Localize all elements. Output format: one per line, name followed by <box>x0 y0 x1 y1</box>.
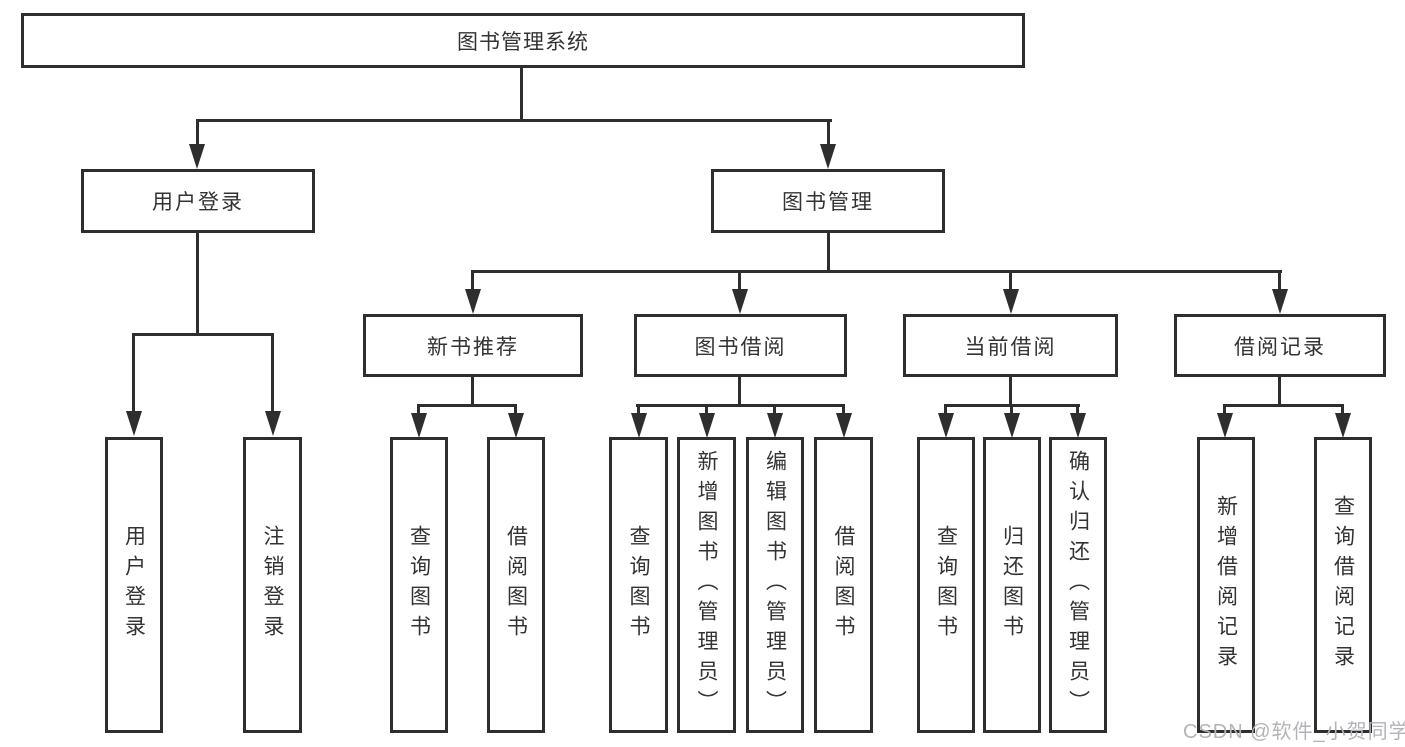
node-borrowing-records: 借阅记录 <box>1174 314 1386 377</box>
arrowhead-down-icon <box>126 411 142 436</box>
node-book-borrowing: 图书借阅 <box>634 314 847 377</box>
node-current-borrowing: 当前借阅 <box>903 314 1118 377</box>
node-root-library-system: 图书管理系统 <box>21 13 1025 68</box>
arrowhead-down-icon <box>836 413 852 438</box>
arrowhead-down-icon <box>938 413 954 438</box>
leaf-borrow-add-books-admin: 新增图书（管理员） <box>677 437 736 733</box>
connector-hline <box>132 333 274 336</box>
node-label: 用户登录 <box>152 191 244 214</box>
connector-hline <box>636 404 845 407</box>
connector-hline <box>471 270 1282 273</box>
arrowhead-down-icon <box>411 413 427 438</box>
connector-vline <box>1278 270 1281 293</box>
arrowhead-down-icon <box>767 413 783 438</box>
node-label: 图书管理 <box>782 191 874 214</box>
arrowhead-down-icon <box>820 144 836 169</box>
arrowhead-down-icon <box>631 413 647 438</box>
connector-vline <box>827 233 830 272</box>
arrowhead-down-icon <box>1335 413 1351 438</box>
connector-vline <box>471 270 474 293</box>
leaf-borrow-query-books: 查询图书 <box>609 437 668 733</box>
arrowhead-down-icon <box>1003 289 1019 314</box>
connector-vline <box>1010 404 1013 416</box>
leaf-current-confirm-return-admin: 确认归还（管理员） <box>1049 437 1107 733</box>
node-label: 新增借阅记录 <box>1214 495 1238 675</box>
leaf-records-add-record: 新增借阅记录 <box>1197 437 1255 733</box>
node-label: 当前借阅 <box>964 335 1057 359</box>
arrowhead-down-icon <box>265 411 281 436</box>
node-label: 查询图书 <box>627 525 650 645</box>
connector-vline <box>637 404 640 416</box>
connector-vline <box>196 233 199 335</box>
node-label: 注销登录 <box>261 525 284 645</box>
node-new-book-recommend: 新书推荐 <box>363 314 583 377</box>
connector-vline <box>514 404 517 416</box>
node-label: 用户登录 <box>122 525 146 645</box>
arrowhead-down-icon <box>465 289 481 314</box>
connector-vline <box>520 66 523 121</box>
arrowhead-down-icon <box>1070 413 1086 438</box>
connector-vline <box>1341 404 1344 416</box>
connector-vline <box>842 404 845 416</box>
connector-vline <box>738 270 741 293</box>
connector-vline <box>196 119 199 151</box>
connector-vline <box>738 377 741 407</box>
node-label: 图书借阅 <box>694 335 787 359</box>
csdn-watermark: CSDN @软件_小贺同学 <box>1183 721 1405 743</box>
node-label: 借阅图书 <box>832 525 855 645</box>
connector-vline <box>471 377 474 407</box>
connector-vline <box>773 404 776 416</box>
leaf-borrow-edit-books-admin: 编辑图书（管理员） <box>746 437 804 733</box>
connector-vline <box>827 119 830 151</box>
connector-vline <box>1278 377 1281 407</box>
arrowhead-down-icon <box>189 144 205 169</box>
connector-vline <box>705 404 708 416</box>
node-label: 确认归还（管理员） <box>1066 450 1090 720</box>
leaf-borrow-borrow-books: 借阅图书 <box>814 437 873 733</box>
connector-vline <box>1009 377 1012 407</box>
arrowhead-down-icon <box>1004 413 1020 438</box>
connector-vline <box>1076 404 1079 416</box>
leaf-recommend-borrow-books: 借阅图书 <box>487 437 545 733</box>
node-book-management: 图书管理 <box>711 169 945 233</box>
leaf-current-query-books: 查询图书 <box>917 437 975 733</box>
connector-hline <box>1223 404 1344 407</box>
node-label: 编辑图书（管理员） <box>763 450 787 720</box>
node-label: 查询借阅记录 <box>1331 495 1355 675</box>
connector-vline <box>132 333 135 415</box>
arrowhead-down-icon <box>1272 289 1288 314</box>
node-label: 图书管理系统 <box>457 30 589 54</box>
arrowhead-down-icon <box>732 289 748 314</box>
connector-vline <box>1009 270 1012 293</box>
leaf-current-return-books: 归还图书 <box>983 437 1041 733</box>
arrowhead-down-icon <box>699 413 715 438</box>
leaf-user-login: 用户登录 <box>105 437 163 733</box>
leaf-recommend-query-books: 查询图书 <box>390 437 448 733</box>
leaf-records-query-record: 查询借阅记录 <box>1314 437 1372 733</box>
node-label: 查询图书 <box>934 525 958 645</box>
node-label: 新增图书（管理员） <box>695 450 718 720</box>
node-label: 借阅图书 <box>504 525 528 645</box>
connector-hline <box>196 119 832 122</box>
connector-vline <box>944 404 947 416</box>
node-label: 查询图书 <box>407 525 431 645</box>
node-label: 新书推荐 <box>427 335 519 359</box>
arrowhead-down-icon <box>508 413 524 438</box>
connector-vline <box>271 333 274 415</box>
arrowhead-down-icon <box>1217 413 1233 438</box>
node-user-login: 用户登录 <box>81 169 315 233</box>
connector-hline <box>417 404 517 407</box>
node-label: 归还图书 <box>1000 525 1024 645</box>
connector-vline <box>417 404 420 416</box>
connector-vline <box>1223 404 1226 416</box>
leaf-logout: 注销登录 <box>243 437 302 733</box>
node-label: 借阅记录 <box>1234 335 1326 359</box>
